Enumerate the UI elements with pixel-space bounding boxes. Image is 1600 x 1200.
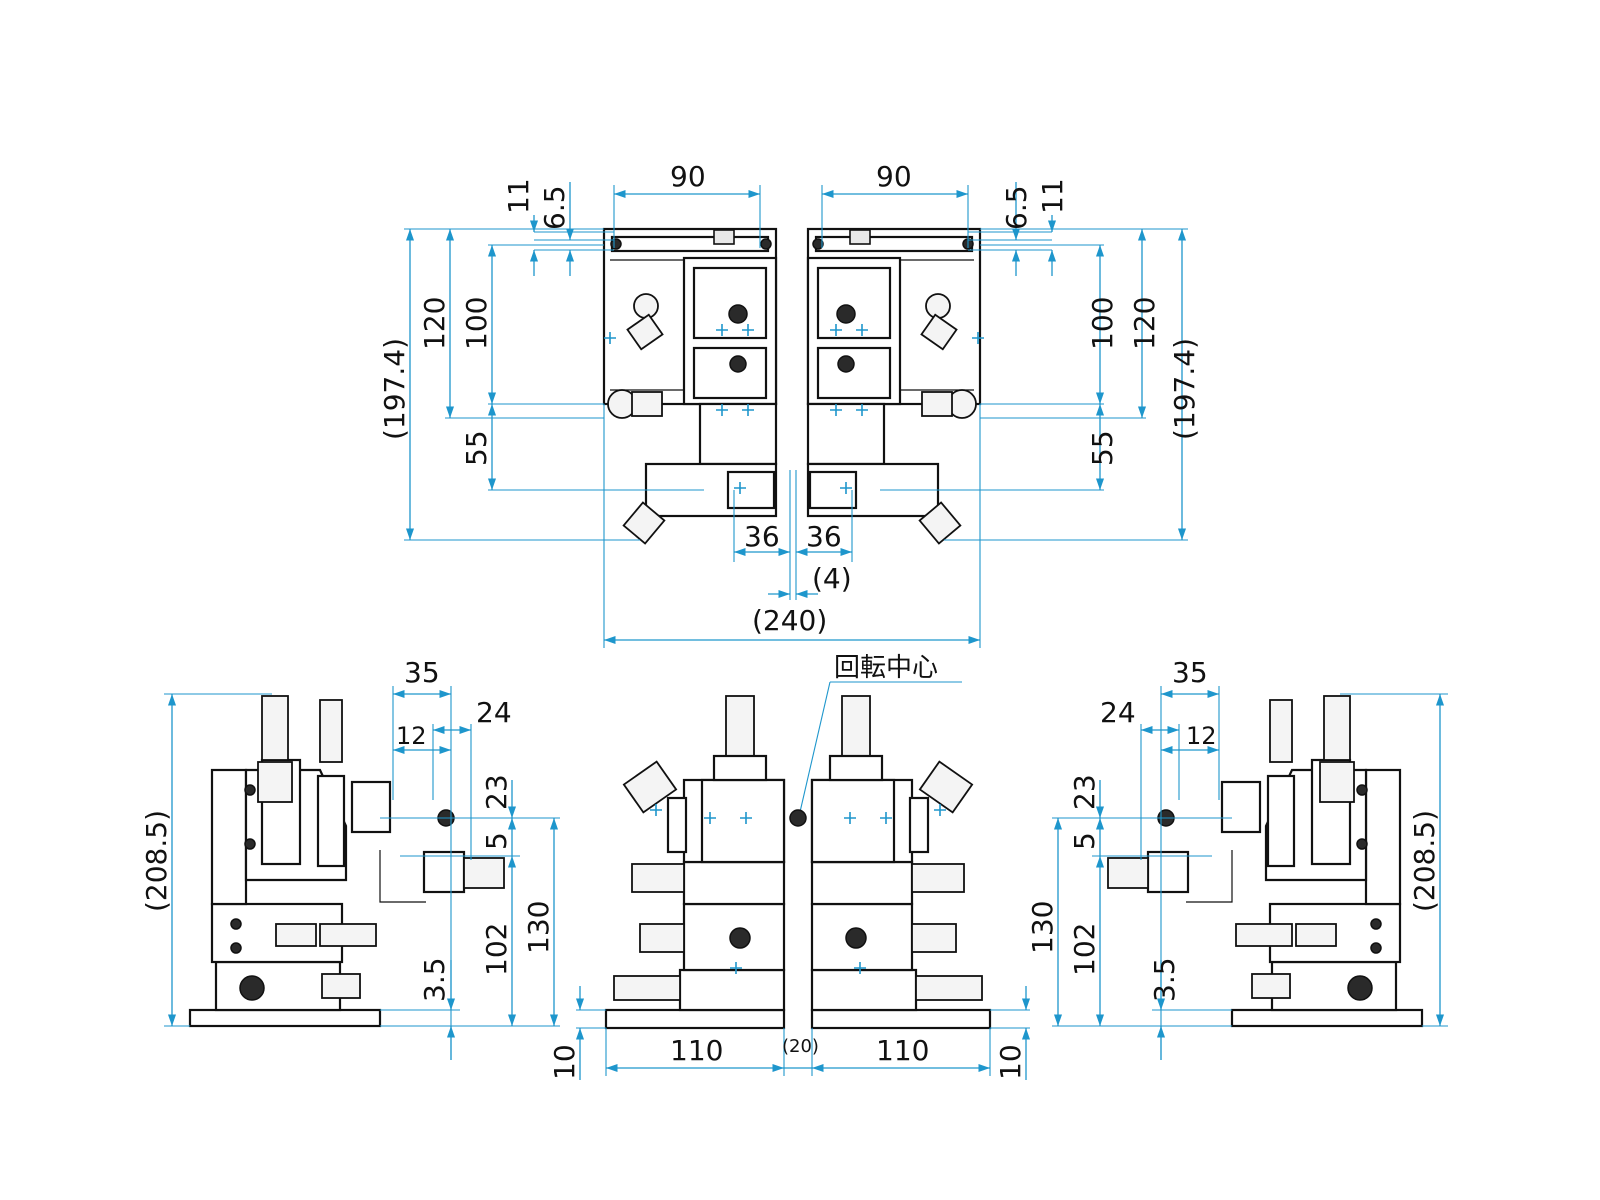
dim-label-208-5-right: (208.5) <box>1408 810 1441 912</box>
dim-label-5-left: 5 <box>480 832 513 850</box>
rotation-center-callout: 回転中心 <box>799 653 962 813</box>
dim-label-197-4-right: (197.4) <box>1168 338 1201 440</box>
dim-label-20: (20) <box>782 1036 819 1057</box>
dim-label-24-left: 24 <box>476 696 512 729</box>
dim-label-24-right: 24 <box>1100 696 1136 729</box>
dim-label-3-5-right: 3.5 <box>1148 957 1181 1002</box>
dim-label-35-right: 35 <box>1172 656 1208 689</box>
top-view-right-stage <box>806 227 982 545</box>
front-view <box>604 695 992 1030</box>
dim-label-100-right: 100 <box>1086 297 1119 350</box>
dim-label-10-right: 10 <box>994 1044 1027 1080</box>
dim-label-12-left: 12 <box>396 722 427 750</box>
dim-label-12-right: 12 <box>1186 722 1217 750</box>
dim-label-23-right: 23 <box>1068 774 1101 810</box>
dim-label-130-left: 130 <box>522 901 555 954</box>
dim-label-102-right: 102 <box>1068 923 1101 976</box>
dim-label-240: (240) <box>752 604 827 637</box>
dim-label-102-left: 102 <box>480 923 513 976</box>
dim-label-100-left: 100 <box>460 297 493 350</box>
side-view-left-dimensions: (208.5) 35 24 12 23 5 102 130 3.5 <box>140 656 560 1060</box>
dim-label-120-left: 120 <box>418 297 451 350</box>
dim-label-6-5-left: 6.5 <box>538 185 571 230</box>
dim-label-36-right: 36 <box>806 520 842 553</box>
dim-label-5-right: 5 <box>1068 832 1101 850</box>
dim-label-55-right: 55 <box>1086 430 1119 466</box>
dim-label-130-right: 130 <box>1026 901 1059 954</box>
dim-label-10-left: 10 <box>548 1044 581 1080</box>
dim-label-4: (4) <box>812 562 852 595</box>
dim-label-208-5-left: (208.5) <box>140 810 173 912</box>
dim-label-120-right: 120 <box>1128 297 1161 350</box>
dim-label-90-left: 90 <box>670 160 706 193</box>
dim-label-11-left: 11 <box>502 178 535 214</box>
dim-label-6-5-right: 6.5 <box>1000 185 1033 230</box>
front-view-dimensions: 110 110 (20) 10 10 <box>548 986 1031 1080</box>
top-view-dimensions <box>404 182 1188 648</box>
dim-label-55-left: 55 <box>460 430 493 466</box>
dim-label-197-4-left: (197.4) <box>378 338 411 440</box>
top-view-left-stage <box>602 227 778 545</box>
side-view-left <box>188 695 505 1028</box>
top-view-center-marks <box>604 324 984 494</box>
dim-label-110-left: 110 <box>670 1034 723 1067</box>
dim-label-90-right: 90 <box>876 160 912 193</box>
dim-label-110-right: 110 <box>876 1034 929 1067</box>
dim-label-23-left: 23 <box>480 774 513 810</box>
top-view: 90 90 11 6.5 11 6.5 (197.4) 120 100 55 (… <box>378 160 1201 648</box>
side-view-right <box>1107 695 1424 1028</box>
dim-label-35-left: 35 <box>404 656 440 689</box>
rotation-center-label: 回転中心 <box>834 653 938 683</box>
dim-label-36-left: 36 <box>744 520 780 553</box>
dim-label-3-5-left: 3.5 <box>418 957 451 1002</box>
dim-label-11-right: 11 <box>1036 178 1069 214</box>
side-view-right-dimensions: (208.5) 35 24 12 23 5 102 130 3.5 <box>1026 656 1448 1060</box>
